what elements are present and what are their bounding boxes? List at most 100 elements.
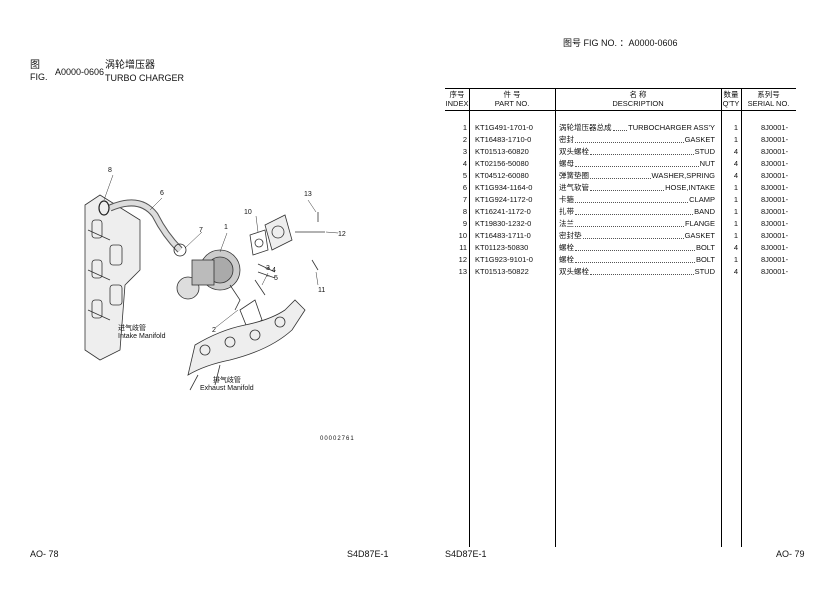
part-index: 13 bbox=[458, 267, 467, 276]
callout-12: 12 bbox=[338, 231, 346, 238]
part-qty: 1 bbox=[733, 231, 739, 240]
leader-dots bbox=[575, 158, 699, 167]
part-index: 9 bbox=[462, 219, 467, 228]
desc-cn: 螺母 bbox=[559, 159, 574, 168]
title-en: TURBO CHARGER bbox=[105, 73, 185, 83]
callout-11: 11 bbox=[318, 287, 325, 294]
desc-cn: 扎带 bbox=[559, 207, 574, 216]
callout-3: 3 bbox=[266, 265, 270, 272]
part-qty: 1 bbox=[733, 219, 739, 228]
leader-dots bbox=[575, 134, 684, 143]
part-description: 扎带 BAND bbox=[559, 206, 715, 218]
leader-dots bbox=[590, 146, 694, 155]
part-number: KT16483-1711-0 bbox=[475, 231, 531, 240]
part-index: 12 bbox=[458, 255, 467, 264]
drawing-code: 00002761 bbox=[320, 436, 355, 442]
part-qty: 1 bbox=[733, 123, 739, 132]
intake-label-en: Intake Manifold bbox=[118, 333, 166, 340]
part-serial: 8J0001- bbox=[761, 147, 789, 156]
part-serial: 8J0001- bbox=[761, 267, 789, 276]
desc-cn: 卡箍 bbox=[559, 195, 574, 204]
part-index: 4 bbox=[462, 159, 467, 168]
right-page-number: AO- 79 bbox=[776, 549, 805, 559]
part-qty: 1 bbox=[733, 207, 739, 216]
part-description: 卡箍 CLAMP bbox=[559, 194, 715, 206]
exhaust-manifold-label: 排气歧管 Exhaust Manifold bbox=[200, 377, 254, 393]
part-index: 8 bbox=[462, 207, 467, 216]
leader-dots bbox=[590, 182, 665, 191]
desc-en: CLAMP bbox=[689, 195, 715, 204]
part-serial: 8J0001- bbox=[761, 207, 789, 216]
part-description: 双头螺栓 STUD bbox=[559, 146, 715, 158]
desc-cn: 螺栓 bbox=[559, 255, 574, 264]
desc-en: NUT bbox=[699, 159, 715, 168]
leader-dots bbox=[575, 218, 684, 227]
callout-4: 4 bbox=[272, 267, 276, 274]
desc-en: FLANGE bbox=[684, 219, 715, 228]
part-index: 3 bbox=[462, 147, 467, 156]
part-serial: 8J0001- bbox=[761, 183, 789, 192]
part-qty: 1 bbox=[733, 135, 739, 144]
desc-cn: 弹簧垫圈 bbox=[559, 171, 589, 180]
left-model-code: S4D87E-1 bbox=[347, 549, 389, 559]
part-serial: 8J0001- bbox=[761, 159, 789, 168]
exhaust-label-cn: 排气歧管 bbox=[212, 377, 241, 384]
part-qty: 4 bbox=[733, 159, 739, 168]
leader-dots bbox=[612, 122, 628, 131]
fig-no-header: 图号 FIG NO. ：A0000-0606 bbox=[563, 38, 678, 48]
desc-cn: 螺栓 bbox=[559, 243, 574, 252]
part-number: KT02156-50080 bbox=[475, 159, 529, 168]
leader-dots bbox=[582, 230, 684, 239]
part-number: KT16483-1710-0 bbox=[475, 135, 532, 144]
part-index: 7 bbox=[462, 195, 467, 204]
part-serial: 8J0001- bbox=[761, 123, 789, 132]
callout-7: 7 bbox=[199, 227, 203, 234]
part-number: KT1G934-1164-0 bbox=[475, 183, 533, 192]
exhaust-label-en: Exhaust Manifold bbox=[200, 385, 254, 392]
part-index: 11 bbox=[459, 243, 467, 252]
title-cn: 涡轮增压器 bbox=[105, 60, 155, 71]
part-serial: 8J0001- bbox=[761, 135, 789, 144]
desc-en: STUD bbox=[694, 267, 715, 276]
part-description: 螺母 NUT bbox=[559, 158, 715, 170]
part-qty: 4 bbox=[733, 171, 739, 180]
part-qty: 1 bbox=[733, 195, 739, 204]
desc-en: GASKET bbox=[684, 135, 715, 144]
part-number: KT1G923-9101-0 bbox=[475, 255, 533, 264]
leader-dots bbox=[575, 242, 695, 251]
part-serial: 8J0001- bbox=[761, 171, 789, 180]
leader-dots bbox=[575, 194, 689, 203]
desc-cn: 双头螺栓 bbox=[559, 147, 589, 156]
part-number: KT1G924-1172-0 bbox=[475, 195, 533, 204]
part-serial: 8J0001- bbox=[761, 255, 789, 264]
leader-dots bbox=[575, 254, 695, 263]
part-index: 2 bbox=[462, 135, 467, 144]
left-page-number: AO- 78 bbox=[30, 549, 59, 559]
turbocharger-exploded-diagram: 8 6 7 1 10 13 12 4 5 3 11 2 bbox=[84, 167, 346, 391]
desc-en: BAND bbox=[694, 207, 715, 216]
desc-cn: 双头螺栓 bbox=[559, 267, 589, 276]
part-number: KT1G491-1701-0 bbox=[475, 123, 533, 132]
desc-en: STUD bbox=[694, 147, 715, 156]
callout-1: 1 bbox=[224, 224, 228, 231]
part-qty: 4 bbox=[733, 147, 739, 156]
desc-cn: 涡轮增压器总成 bbox=[559, 123, 612, 132]
part-index: 10 bbox=[458, 231, 467, 240]
part-index: 1 bbox=[462, 123, 467, 132]
part-serial: 8J0001- bbox=[761, 219, 789, 228]
